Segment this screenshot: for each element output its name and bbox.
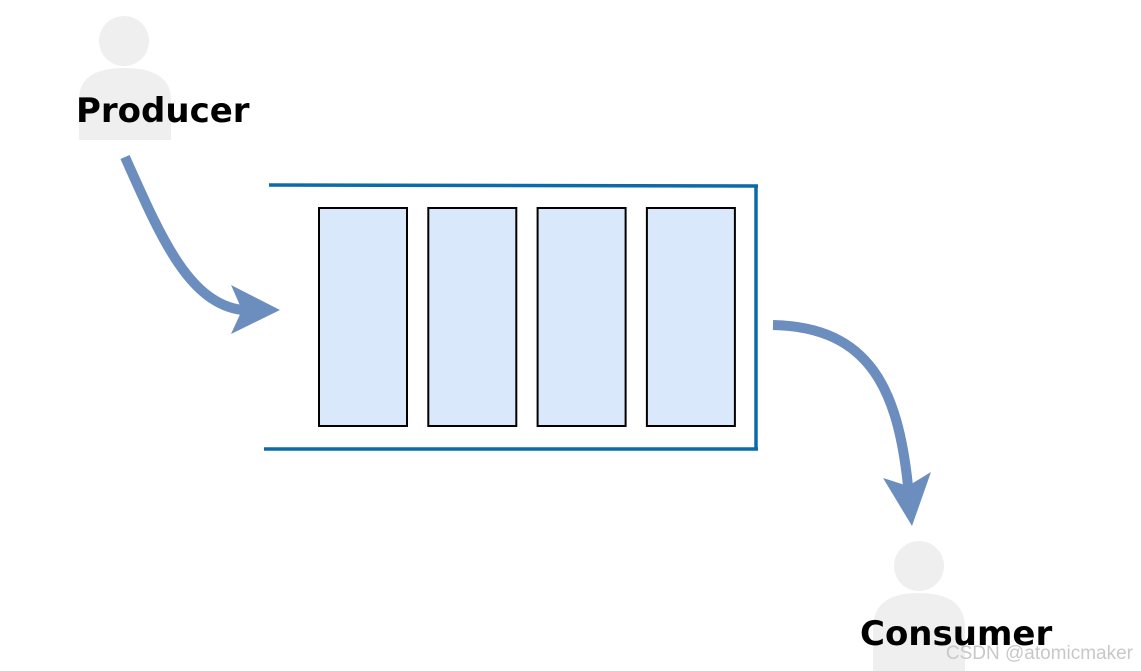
queue-slot bbox=[318, 207, 408, 427]
producer-person-icon bbox=[79, 16, 171, 140]
queue-container bbox=[264, 183, 759, 451]
queue-slot bbox=[645, 207, 736, 427]
enqueue-arrow-icon bbox=[120, 154, 280, 334]
producer-label: Producer bbox=[76, 91, 250, 131]
dequeue-arrow-icon bbox=[772, 320, 931, 526]
watermark: CSDN @atomicmaker bbox=[945, 643, 1133, 664]
queue-slots bbox=[318, 207, 736, 427]
consumer-label: Consumer bbox=[860, 614, 1053, 654]
queue-slot bbox=[536, 207, 627, 427]
queue-slot bbox=[427, 207, 518, 427]
consumer-person-icon bbox=[873, 541, 965, 671]
